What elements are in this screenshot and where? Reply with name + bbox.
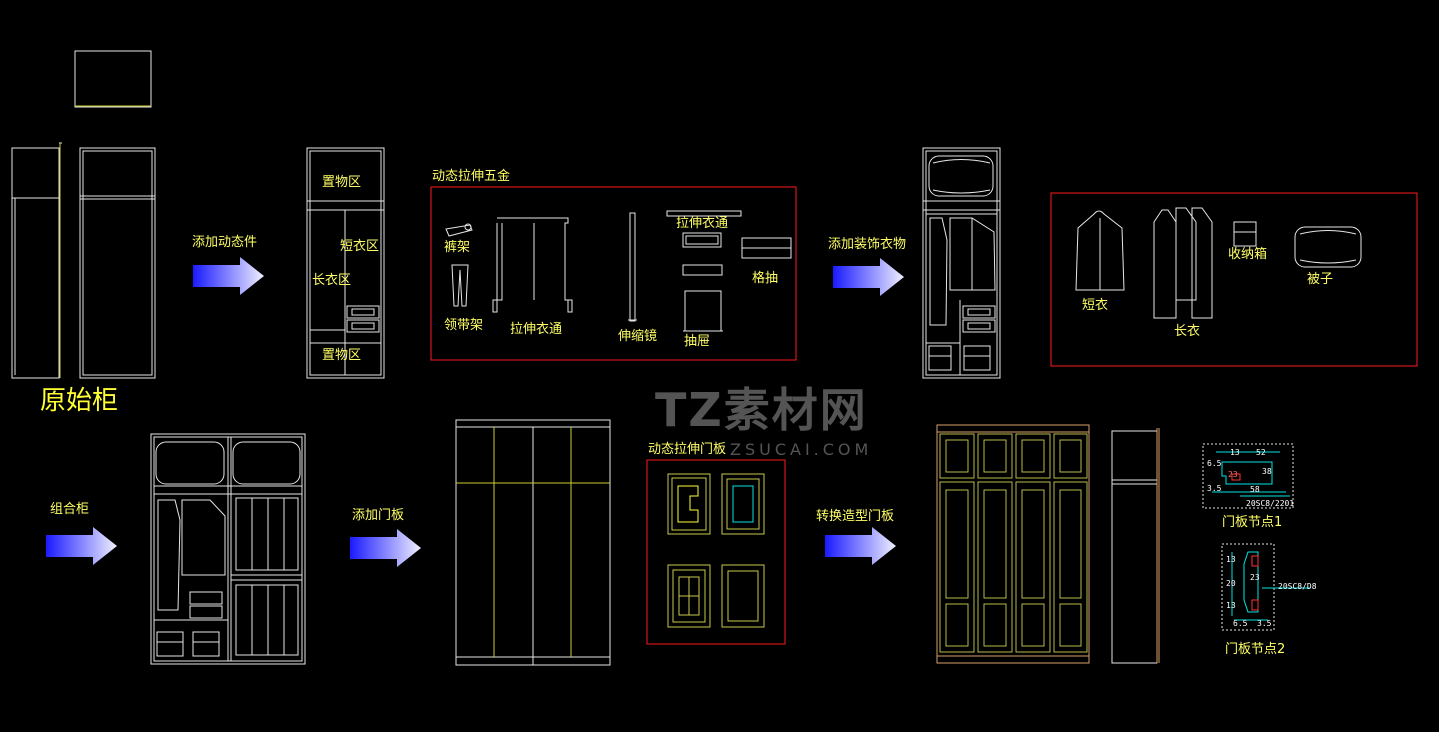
label-door-node-2: 门板节点2 <box>1225 642 1286 657</box>
watermark-sub: ZSUCAI.COM <box>730 440 873 459</box>
dim-n2-d: 13 <box>1226 601 1236 610</box>
clothes-items <box>1075 207 1362 319</box>
dim-n2-c: 20 <box>1226 579 1236 588</box>
dim-n2-e: 6.5 <box>1233 619 1248 628</box>
dim-n2-a: 23 <box>1250 573 1260 582</box>
dim-n1-e: 3.5 <box>1207 484 1222 493</box>
dim-n1-c: 6.5 <box>1207 459 1222 468</box>
door-node-2-drawing <box>1221 543 1310 631</box>
original-cabinet-side <box>11 142 62 379</box>
label-pull-rod-center: 拉伸衣通 <box>510 322 563 337</box>
label-pull-rod-top: 拉伸衣通 <box>676 216 729 231</box>
arrow-2 <box>833 258 904 296</box>
dim-n1-f: 58 <box>1250 485 1260 494</box>
door-cabinet <box>455 419 611 666</box>
decorated-cabinet <box>922 147 1001 379</box>
styled-door-wardrobe <box>936 424 1090 664</box>
hardware-frame <box>430 186 797 361</box>
label-storage-zone-top: 置物区 <box>322 175 362 190</box>
label-storage-box: 收纳箱 <box>1228 247 1268 262</box>
dim-n1-g: 38 <box>1262 467 1272 476</box>
arrow-3 <box>46 527 117 565</box>
label-tie-rack: 领带架 <box>444 318 484 333</box>
arrow-1 <box>193 257 264 295</box>
watermark-main: TZ素材网 <box>655 383 868 437</box>
label-add-dynamic-parts: 添加动态件 <box>192 235 258 250</box>
original-cabinet-front <box>79 147 156 379</box>
arrow-4 <box>350 529 421 567</box>
top-small-frame <box>74 50 152 108</box>
label-add-door-panel: 添加门板 <box>352 508 405 523</box>
dim-n1-d: 23 <box>1228 470 1238 479</box>
label-short-coat-zone: 短衣区 <box>340 239 380 254</box>
label-add-decorative-clothes: 添加装饰衣物 <box>828 237 907 252</box>
combined-cabinet <box>150 433 306 665</box>
dim-n2-note: 20SC8/D8 <box>1278 582 1317 591</box>
zoned-cabinet <box>306 147 385 379</box>
door-panel-samples <box>667 473 765 628</box>
label-short-coat: 短衣 <box>1082 298 1109 313</box>
label-combined-cabinet: 组合柜 <box>50 502 90 517</box>
dim-n2-b: 13 <box>1226 555 1236 564</box>
dim-n1-a: 13 <box>1230 448 1240 457</box>
dim-n1-b: 52 <box>1256 448 1266 457</box>
label-drawer: 抽屉 <box>684 334 711 349</box>
label-long-coat: 长衣 <box>1174 324 1201 339</box>
label-long-coat-zone: 长衣区 <box>312 273 352 288</box>
dim-n2-f: 3.5 <box>1257 619 1272 628</box>
label-door-node-1: 门板节点1 <box>1222 515 1283 530</box>
styled-wardrobe-side <box>1111 428 1160 664</box>
label-storage-zone-bottom: 置物区 <box>322 348 362 363</box>
door-panel-frame <box>646 459 786 645</box>
clothes-frame <box>1050 192 1418 367</box>
hardware-items <box>445 210 792 332</box>
dim-n1-note: 20SC8/2201 <box>1246 499 1295 508</box>
label-grid-drawer: 格抽 <box>752 271 779 286</box>
label-quilt: 被子 <box>1307 272 1334 287</box>
arrow-5 <box>825 527 896 565</box>
label-original-cabinet: 原始柜 <box>40 386 119 416</box>
label-dynamic-hardware: 动态拉伸五金 <box>432 169 511 184</box>
label-dynamic-door-panel: 动态拉伸门板 <box>648 442 727 457</box>
door-node-1-drawing <box>1202 443 1294 509</box>
label-telescopic-mirror: 伸缩镜 <box>618 329 658 344</box>
label-pants-rack: 裤架 <box>444 240 471 255</box>
label-convert-styled-door: 转换造型门板 <box>816 509 895 524</box>
